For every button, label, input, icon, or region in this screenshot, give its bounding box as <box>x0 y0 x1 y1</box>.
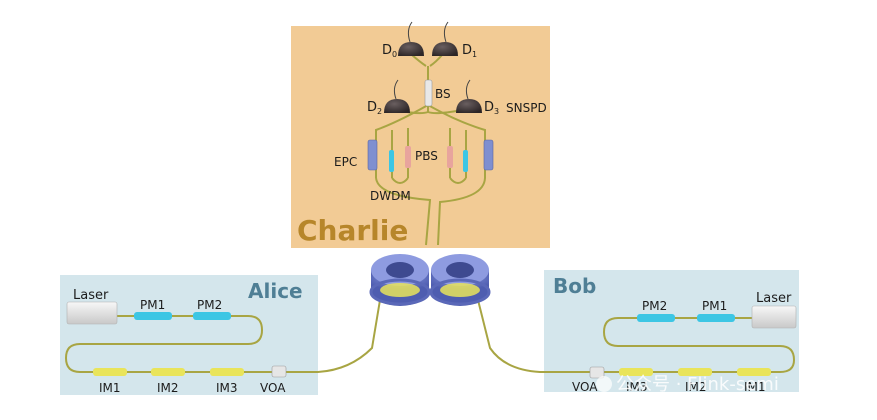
pbs-right <box>447 146 453 168</box>
detector-d1-icon <box>432 42 458 56</box>
epc-label: EPC <box>334 155 357 169</box>
detector-d2 <box>384 79 410 113</box>
bob-im2-label: IM2 <box>685 380 707 394</box>
alice-pm2-label: PM2 <box>197 298 222 312</box>
detector-label-d1: D1 <box>462 43 477 59</box>
bob-laser-label: Laser <box>756 291 792 306</box>
detector-d3 <box>456 79 482 113</box>
alice-title: Alice <box>248 279 303 303</box>
detector-d2-icon <box>384 99 410 113</box>
bob-im3-label: IM3 <box>626 380 648 394</box>
bob-im1 <box>737 368 771 376</box>
bob-fiber <box>477 299 796 373</box>
svg-text:D2: D2 <box>367 100 382 116</box>
dwdm-left <box>389 150 394 172</box>
alice-im1 <box>93 368 127 376</box>
dwdm-label: DWDM <box>370 189 411 203</box>
alice-pm1 <box>134 312 172 320</box>
alice-im2 <box>151 368 185 376</box>
pbs-left <box>405 146 411 168</box>
wechat-icon <box>596 376 612 392</box>
bs-label: BS <box>435 87 451 101</box>
epc-right <box>483 139 494 171</box>
bob-title: Bob <box>553 274 596 298</box>
alice-im2-label: IM2 <box>157 381 179 395</box>
bob-pm1-label: PM1 <box>702 299 727 313</box>
bob-pm2 <box>637 314 675 322</box>
bs-component <box>424 79 433 107</box>
bob-voa-label: VOA <box>572 380 598 394</box>
fiber-spool-left <box>369 254 431 306</box>
alice-laser <box>66 301 118 325</box>
bob-pm1 <box>697 314 735 322</box>
alice-pm2 <box>193 312 231 320</box>
bob-im3 <box>619 368 653 376</box>
alice-voa <box>271 365 287 378</box>
snspd-label: SNSPD <box>506 101 547 115</box>
detector-d3-icon <box>456 99 482 113</box>
alice-im3 <box>210 368 244 376</box>
bob-im2 <box>678 368 712 376</box>
alice-im1-label: IM1 <box>99 381 121 395</box>
bob-laser <box>751 305 797 329</box>
detector-d0-icon <box>398 42 424 56</box>
alice-laser-label: Laser <box>73 288 109 303</box>
pbs-label: PBS <box>415 149 438 163</box>
bob-panel: Bob Laser PM2 PM1 VOA IM3 IM2 IM1 <box>477 270 799 394</box>
alice-voa-label: VOA <box>260 381 286 395</box>
bob-voa <box>589 366 605 379</box>
watermark-text: 公众号 · Flink-semi <box>616 374 779 395</box>
detector-d1 <box>432 21 458 56</box>
watermark: 公众号 · Flink-semi <box>596 374 779 395</box>
charlie-panel: Charlie <box>291 21 550 248</box>
alice-fiber <box>64 299 381 373</box>
alice-im3-label: IM3 <box>216 381 238 395</box>
dwdm-right <box>463 150 468 172</box>
fiber-spool-right <box>429 254 491 306</box>
detector-d0 <box>398 21 424 56</box>
detector-label-d3: D3 <box>484 100 499 116</box>
detector-label-d0: D0 <box>382 43 397 59</box>
alice-pm1-label: PM1 <box>140 298 165 312</box>
alice-panel: Alice Laser PM1 PM2 IM1 IM2 IM3 VOA <box>60 275 381 395</box>
bob-im1-label: IM1 <box>744 380 766 394</box>
detector-label-d2: D2 <box>367 100 382 116</box>
charlie-title: Charlie <box>297 214 408 247</box>
svg-text:D0: D0 <box>382 43 397 59</box>
bob-pm2-label: PM2 <box>642 299 667 313</box>
svg-text:D3: D3 <box>484 100 499 116</box>
epc-left <box>367 139 378 171</box>
svg-text:D1: D1 <box>462 43 477 59</box>
